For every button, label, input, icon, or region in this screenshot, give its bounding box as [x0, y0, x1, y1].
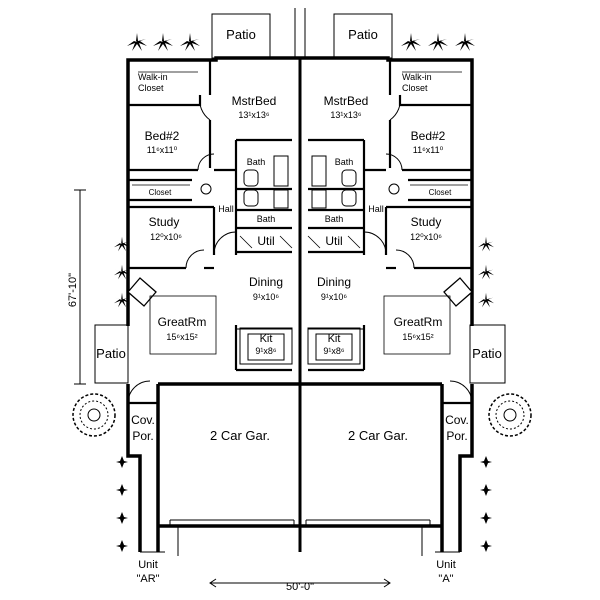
mstr-bed-left-dim: 13¹x13⁶	[238, 110, 270, 120]
palm-icon	[478, 292, 494, 308]
width-dimension-label: 50'-0"	[286, 581, 314, 593]
palm-icon	[455, 33, 475, 51]
bed2-right-dim: 11⁶x11⁰	[413, 145, 444, 155]
great-room-right-dim: 15⁶x15²	[402, 332, 433, 342]
interior-walls	[128, 60, 472, 405]
patio-side-left	[94, 324, 129, 384]
garage-doors	[140, 519, 460, 556]
shrub-icon	[116, 540, 128, 552]
great-room-right-label: GreatRm	[394, 315, 443, 329]
exterior-walls	[126, 56, 474, 552]
shrub-icon	[480, 512, 492, 524]
patio-top-left	[211, 13, 271, 59]
shrub-icon	[480, 456, 492, 468]
great-room-left-label: GreatRm	[158, 315, 207, 329]
dining-right-dim: 9¹x10⁶	[321, 292, 348, 302]
palm-icon	[478, 236, 494, 252]
patio-side-right	[469, 324, 506, 384]
kitchen-counters	[236, 327, 364, 365]
landscaping	[114, 33, 494, 552]
patio-top-left-label: Patio	[226, 27, 256, 42]
palm-icon	[114, 292, 130, 308]
kit-right-label: Kit	[328, 333, 341, 345]
bath-fixtures	[200, 155, 400, 209]
depth-dimension-label: 67'-10"	[67, 273, 79, 307]
cov-por-right-label-1: Cov.	[445, 413, 469, 427]
palm-icon	[180, 33, 200, 51]
dimension-lines	[74, 189, 391, 588]
garage-left-label: 2 Car Gar.	[210, 428, 270, 443]
party-wall	[294, 8, 306, 552]
rugs	[149, 295, 451, 355]
palm-icon	[114, 264, 130, 280]
garage-right-label: 2 Car Gar.	[348, 428, 408, 443]
cov-por-left-label-2: Por.	[132, 429, 153, 443]
unit-a-label-1: Unit	[436, 559, 456, 571]
great-room-left-dim: 15⁶x15²	[166, 332, 197, 342]
kit-left-dim: 9¹x8⁶	[255, 346, 277, 356]
bath2-left-label: Bath	[257, 214, 276, 224]
palm-icon	[401, 33, 421, 51]
dining-left-label: Dining	[249, 275, 283, 289]
unit-ar-label-1: Unit	[138, 559, 158, 571]
patios	[94, 13, 506, 384]
bed2-left-label: Bed#2	[145, 129, 180, 143]
door-swings	[127, 94, 473, 404]
bed2-right-label: Bed#2	[411, 129, 446, 143]
study-right-dim: 12⁰x10⁶	[410, 232, 442, 242]
cov-por-left-label-1: Cov.	[131, 413, 155, 427]
fireplace	[127, 277, 473, 307]
util-left-label: Util	[257, 234, 274, 248]
util-closets	[239, 235, 361, 249]
bath1-left-label: Bath	[247, 157, 266, 167]
shrub-icon	[480, 540, 492, 552]
closet-right-label: Closet	[429, 188, 452, 197]
palm-icon	[114, 236, 130, 252]
study-left-dim: 12⁰x10⁶	[150, 232, 182, 242]
mstr-bed-left-label: MstrBed	[232, 94, 277, 108]
unit-a-label-2: "A"	[438, 573, 453, 585]
shrub-icon	[116, 512, 128, 524]
bath1-right-label: Bath	[335, 157, 354, 167]
palm-icon	[153, 33, 173, 51]
shrub-icon	[116, 484, 128, 496]
closet-left-label: Closet	[149, 188, 172, 197]
dining-right-label: Dining	[317, 275, 351, 289]
mstr-bed-right-dim: 13¹x13⁶	[330, 110, 362, 120]
shrub-icon	[116, 456, 128, 468]
kit-right-dim: 9¹x8⁶	[323, 346, 345, 356]
closet-shelves	[132, 71, 468, 186]
study-left-label: Study	[149, 215, 180, 229]
shrub-icon	[480, 484, 492, 496]
palm-icon	[127, 33, 147, 51]
patio-top-right-label: Patio	[348, 27, 378, 42]
patio-side-right-label: Patio	[472, 346, 502, 361]
dining-left-dim: 9¹x10⁶	[253, 292, 280, 302]
util-right-label: Util	[325, 234, 342, 248]
bath2-right-label: Bath	[325, 214, 344, 224]
kit-left-label: Kit	[260, 333, 273, 345]
palm-icon	[428, 33, 448, 51]
unit-ar-label-2: "AR"	[136, 573, 159, 585]
bed2-left-dim: 11⁶x11⁰	[147, 145, 178, 155]
hall-right-label: Hall	[368, 204, 384, 214]
study-right-label: Study	[411, 215, 442, 229]
patio-side-left-label: Patio	[96, 346, 126, 361]
palm-icon	[478, 264, 494, 280]
hall-left-label: Hall	[218, 204, 234, 214]
patio-top-right	[333, 13, 393, 59]
cov-por-right-label-2: Por.	[446, 429, 467, 443]
tree-icon	[72, 393, 532, 437]
mstr-bed-right-label: MstrBed	[324, 94, 369, 108]
